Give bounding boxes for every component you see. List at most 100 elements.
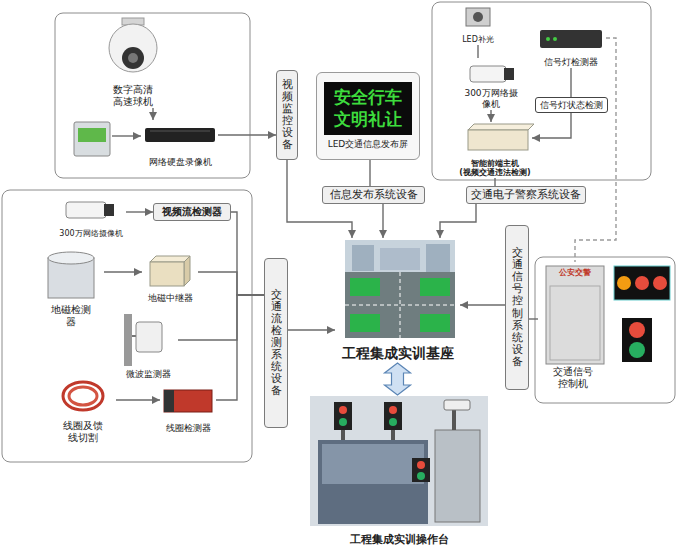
building	[352, 245, 374, 271]
connector	[570, 68, 571, 97]
printed-label: 公安交警	[551, 269, 599, 278]
pedestrian-signal	[622, 318, 652, 362]
group-panel	[432, 2, 651, 180]
magnetic-detector-top	[48, 252, 94, 264]
signal-lamp	[617, 276, 631, 290]
camera-lens	[104, 204, 114, 216]
connector	[218, 134, 276, 135]
device-node: 智能前端主机(视频交通违法检测)	[458, 122, 532, 178]
device-caption: 智能前端主机	[471, 159, 519, 169]
device-caption: 信号灯检测器	[544, 57, 598, 68]
signal-lamp	[417, 472, 425, 480]
device-caption: 线圈及馈线切割	[61, 420, 105, 444]
label-text: 视频流检测器	[162, 206, 222, 218]
connector	[440, 204, 476, 238]
connector	[152, 108, 153, 120]
signal-detector	[540, 30, 602, 48]
coil	[63, 382, 103, 410]
signal-lamp	[629, 342, 645, 358]
device-caption: 工程集成实训基座	[342, 345, 454, 362]
connector	[231, 212, 264, 295]
green-patch	[420, 314, 450, 332]
desk-camera	[444, 400, 470, 410]
device-caption: 300万网络摄像机	[59, 229, 122, 239]
cabinet-door	[550, 286, 600, 360]
led-light	[466, 8, 490, 26]
led-light-lens	[473, 12, 483, 22]
status-led	[553, 37, 557, 41]
connector	[477, 45, 478, 58]
process-box: 视频流检测器	[153, 203, 231, 221]
dome-lens	[122, 47, 144, 69]
device-caption: 网络硬盘录像机	[149, 157, 212, 168]
signal-lamp	[339, 406, 347, 414]
building	[380, 248, 420, 270]
pole	[124, 314, 132, 366]
dome-lens-inner	[128, 53, 138, 63]
device-caption: 工程集成实训操作台	[350, 533, 449, 546]
signal-lamp	[389, 418, 397, 426]
device-node: 数字高清高速球机	[108, 16, 158, 108]
nvr-highlight	[150, 131, 210, 132]
label-text: 信号灯状态检测	[540, 100, 603, 111]
device-node: 网络硬盘录像机	[142, 120, 218, 168]
desk-scene	[310, 396, 488, 526]
double-arrow	[385, 363, 411, 395]
connector	[529, 318, 538, 319]
signal-lamp	[417, 461, 425, 469]
relay-top	[150, 256, 190, 262]
nvr-box	[145, 128, 215, 142]
training-base-node: 工程集成实训基座	[335, 238, 460, 362]
base-floor	[345, 272, 455, 338]
desk-cabinet	[435, 430, 480, 522]
label-text: 交通信号控制系统设备	[512, 247, 523, 368]
label-text: 信息发布系统设备	[330, 188, 418, 201]
led-screen-text: 安全行车 文明礼让	[324, 82, 412, 135]
led-screen-node: 安全行车 文明礼让 LED交通信息发布屏	[316, 72, 420, 160]
system-label-box: 交通电子警察系统设备	[466, 186, 586, 204]
device-caption: 地磁检测器	[49, 304, 93, 328]
road-line	[400, 272, 401, 338]
connector	[490, 110, 491, 122]
device-node: 300万网络摄像机	[56, 197, 126, 239]
connector	[532, 113, 571, 138]
console	[318, 440, 428, 524]
relay-side	[184, 256, 190, 286]
device-node: 线圈检测器	[160, 386, 216, 434]
connector	[382, 204, 383, 238]
signal-lamp	[653, 276, 667, 290]
device-node: 微波监测器	[118, 312, 178, 380]
device-caption: 地磁中继器	[148, 293, 193, 304]
group-panel	[535, 257, 675, 403]
label-text: LED交通信息发布屏	[328, 139, 409, 150]
signal-head	[334, 402, 352, 430]
label-text: 视频监控设备	[282, 79, 293, 152]
device-node: 线圈及馈线切割	[50, 378, 116, 444]
label-text: 交通流检测系统设备	[271, 289, 282, 398]
hard-disk-label	[78, 128, 106, 142]
green-patch	[420, 278, 450, 296]
group-panel	[2, 190, 252, 462]
device-node: LED补光	[458, 5, 498, 45]
building	[426, 244, 450, 272]
road-line	[345, 305, 455, 306]
disk-wire	[112, 135, 141, 136]
front-host	[468, 130, 528, 150]
connector	[104, 271, 142, 272]
device-caption: 微波监测器	[126, 369, 171, 380]
dashed-connector	[575, 38, 616, 262]
coil-detector	[164, 390, 212, 412]
device-caption: 数字高清高速球机	[111, 84, 155, 108]
camera-lens	[504, 68, 514, 80]
system-label-box: 信息发布系统设备	[322, 186, 425, 204]
signal-lamp	[635, 276, 649, 290]
connector	[198, 272, 264, 295]
status-led	[546, 37, 550, 41]
console-panel	[322, 444, 424, 484]
connector	[216, 295, 264, 400]
device-caption: 线圈检测器	[166, 423, 211, 434]
green-patch	[350, 278, 380, 296]
box-camera	[66, 202, 106, 218]
connector	[494, 178, 495, 186]
